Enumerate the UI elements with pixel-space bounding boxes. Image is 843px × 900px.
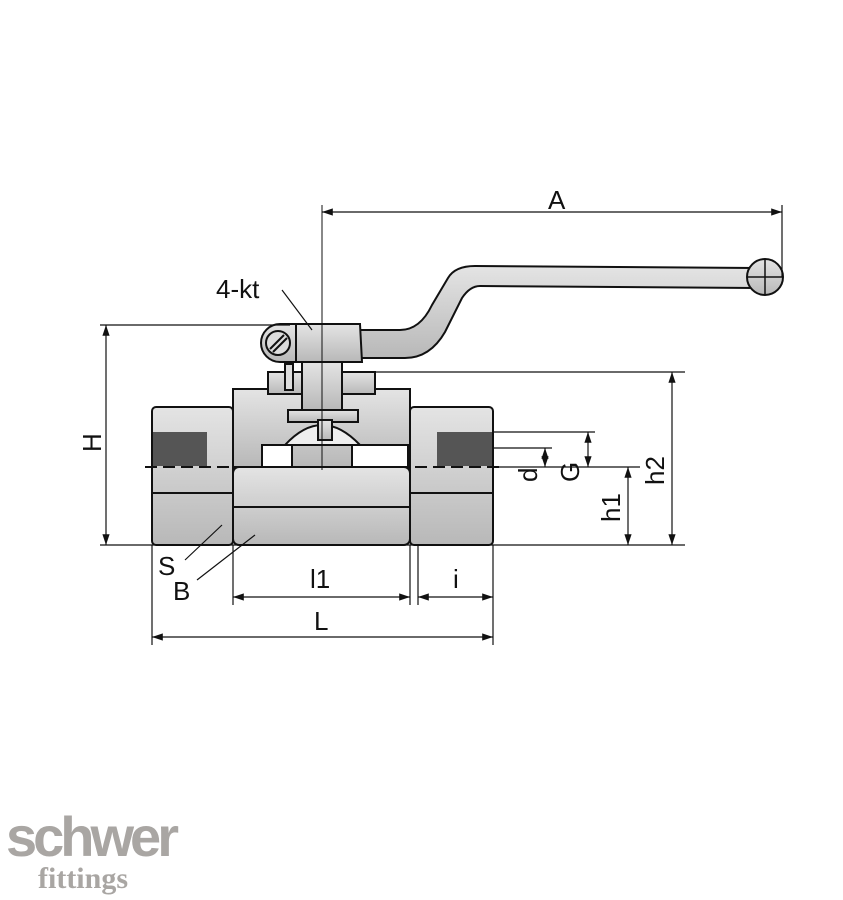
logo-line1: schwer: [6, 805, 178, 868]
label-i: i: [453, 564, 459, 594]
label-A: A: [548, 185, 566, 215]
label-h2: h2: [640, 456, 670, 485]
label-B: B: [173, 576, 190, 606]
label-d: d: [513, 468, 543, 482]
handle-lever: [260, 258, 784, 363]
thread-left: [153, 432, 492, 466]
screw-icon: [265, 330, 291, 356]
dimensions: [100, 205, 783, 645]
logo-line2: fittings: [38, 862, 128, 895]
label-H: H: [77, 433, 107, 452]
label-l1: l1: [310, 564, 330, 594]
label-h1: h1: [596, 493, 626, 522]
label-4kt: 4-kt: [216, 274, 260, 304]
label-L: L: [314, 606, 328, 636]
label-G: G: [555, 462, 585, 482]
schwer-fittings-logo: schwer fittings: [6, 805, 182, 895]
label-S: S: [158, 551, 175, 581]
thread-right: [437, 432, 492, 466]
